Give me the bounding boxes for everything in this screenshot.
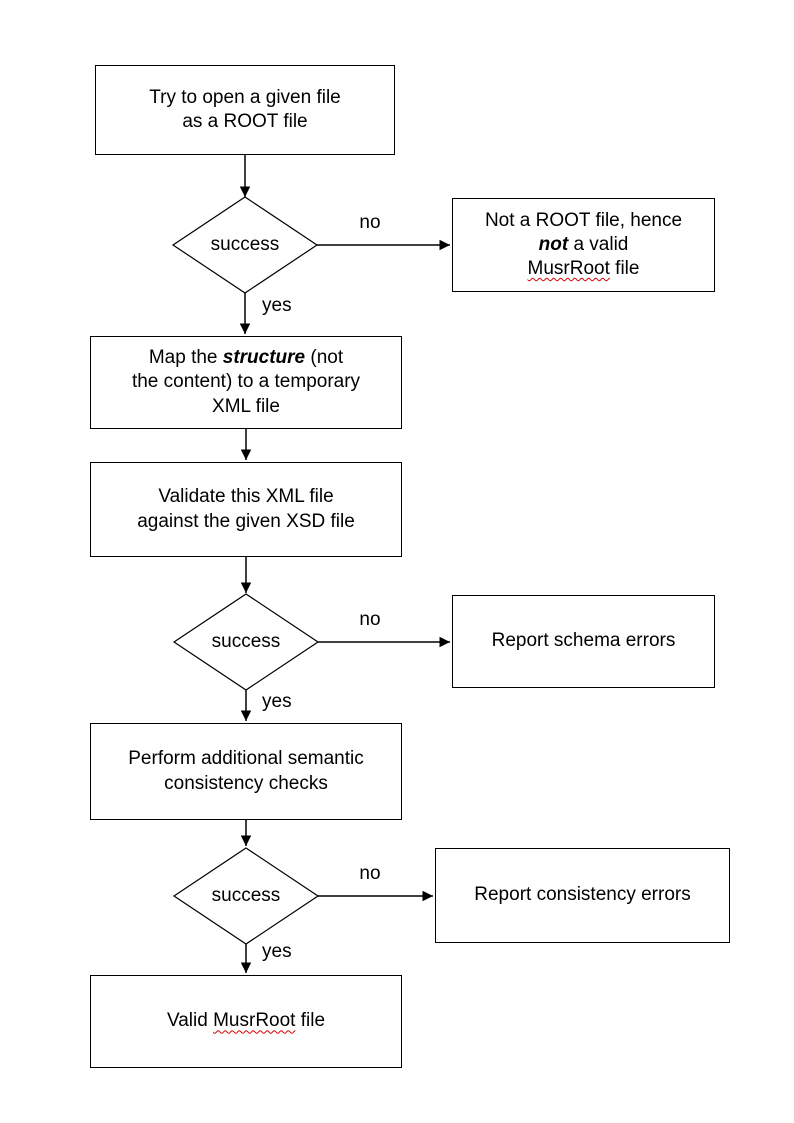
node-map-structure-text: Map the structure (not the content) to a…: [132, 346, 360, 419]
text-segment: file: [295, 1010, 326, 1032]
edge-label-no-3: no: [359, 863, 381, 884]
node-semantic-checks: Perform additional semantic consistency …: [90, 723, 402, 820]
node-open-file: Try to open a given file as a ROOT file: [95, 65, 395, 155]
edge-label-yes-1: yes: [262, 295, 292, 316]
node-open-file-text: Try to open a given file as a ROOT file: [149, 86, 341, 132]
text-segment: Not a ROOT file, hence: [484, 209, 683, 231]
decision-label-success2: success: [211, 631, 281, 652]
decision-label-success3: success: [211, 885, 281, 906]
text-segment: a valid: [573, 233, 629, 255]
text-segment-bold-italic: structure: [222, 347, 306, 369]
node-report-consistency-errors-text: Report consistency errors: [474, 884, 691, 906]
edge-label-yes-2: yes: [262, 691, 292, 712]
node-valid-musrroot-file-text: Valid MusrRoot file: [167, 1009, 325, 1033]
text-segment-bold-italic: not: [538, 233, 569, 255]
node-validate-xml-text: Validate this XML file against the given…: [137, 486, 355, 532]
decision-diamond-success2: [172, 593, 320, 691]
node-report-schema-errors: Report schema errors: [452, 595, 715, 688]
text-segment: Map the: [148, 347, 223, 369]
text-segment: Valid: [166, 1010, 214, 1032]
edge-label-no-1: no: [359, 212, 381, 233]
node-valid-musrroot-file: Valid MusrRoot file: [90, 975, 402, 1068]
node-not-root-file: Not a ROOT file, hence not a valid MusrR…: [452, 198, 715, 292]
node-semantic-checks-text: Perform additional semantic consistency …: [128, 748, 364, 794]
node-report-schema-errors-text: Report schema errors: [491, 630, 676, 652]
edge-label-no-2: no: [359, 609, 381, 630]
text-segment-misspelled: MusrRoot: [527, 258, 610, 280]
edge-label-yes-3: yes: [262, 941, 292, 962]
decision-diamond-success1: [171, 196, 319, 294]
text-segment: (not the content) to a temporary XML fil…: [131, 347, 361, 417]
text-segment: file: [609, 258, 640, 280]
node-validate-xml: Validate this XML file against the given…: [90, 462, 402, 557]
node-map-structure: Map the structure (not the content) to a…: [90, 336, 402, 429]
decision-label-success1: success: [210, 234, 280, 255]
node-not-root-file-text: Not a ROOT file, hence not a valid MusrR…: [485, 209, 682, 282]
node-report-consistency-errors: Report consistency errors: [435, 848, 730, 943]
text-segment-misspelled: MusrRoot: [213, 1010, 296, 1032]
decision-diamond-success3: [172, 847, 320, 945]
